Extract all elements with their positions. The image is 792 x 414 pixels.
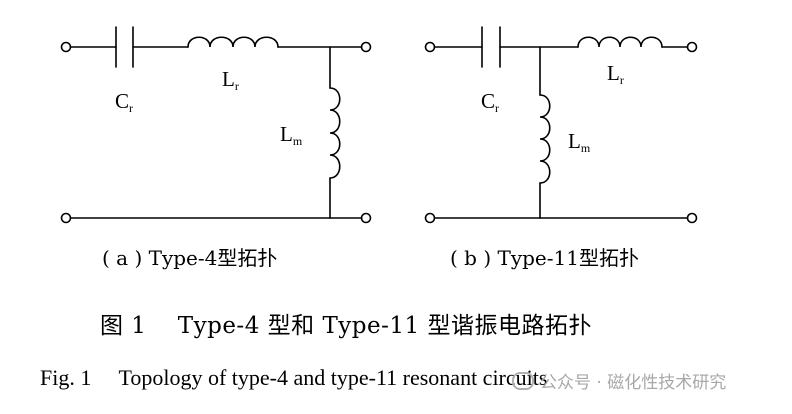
inductor-b-lm: [539, 94, 551, 184]
caption-english: Fig. 1 Topology of type-4 and type-11 re…: [40, 365, 548, 390]
label-b-lm: Lm: [568, 129, 591, 155]
capacitor-a-cr: [115, 26, 134, 68]
terminal-a-out-bottom: [360, 212, 372, 224]
circuit-b: [424, 26, 698, 224]
wechat-icon: [512, 372, 534, 390]
terminal-a-out-top: [360, 41, 372, 53]
inductor-a-lm: [329, 87, 341, 179]
label-a-lr: Lr: [222, 67, 239, 93]
terminal-b-in-bottom: [424, 212, 436, 224]
terminal-b-in-top: [424, 41, 436, 53]
capacitor-b-cr: [481, 26, 501, 68]
inductor-a-lr: [187, 36, 279, 48]
circuit-a: [60, 26, 372, 224]
label-a-cr: Cr: [115, 89, 133, 115]
label-b-lr: Lr: [607, 61, 624, 87]
watermark-text: 公众号 · 磁化性技术研究: [540, 373, 727, 393]
watermark: 公众号 · 磁化性技术研究: [512, 368, 726, 393]
subcaption-a: ( a ) Type-4型拓扑: [102, 246, 278, 270]
label-b-cr: Cr: [481, 89, 499, 115]
terminal-a-in-top: [60, 41, 72, 53]
terminal-b-out-bottom: [686, 212, 698, 224]
caption-chinese: 图 1 Type-4 型和 Type-11 型谐振电路拓扑: [100, 313, 592, 339]
terminal-a-in-bottom: [60, 212, 72, 224]
inductor-b-lr: [577, 36, 663, 48]
terminal-b-out-top: [686, 41, 698, 53]
label-a-lm: Lm: [280, 122, 303, 148]
subcaption-b: ( b ) Type-11型拓扑: [450, 246, 639, 270]
